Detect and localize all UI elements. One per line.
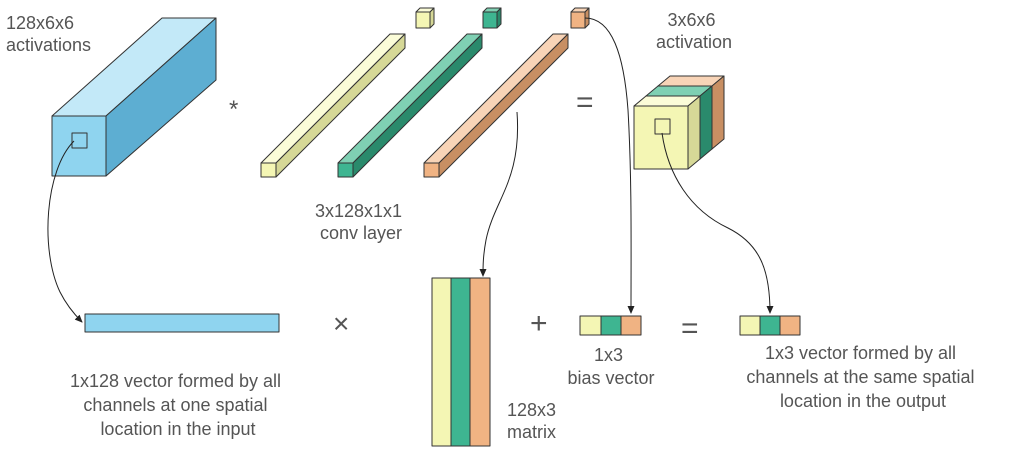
plus-operator: + (530, 307, 548, 340)
equals-top-operator: = (576, 86, 594, 119)
output-to-vector-arrow (661, 132, 774, 314)
times-operator: × (333, 308, 349, 339)
bias-vector-label: 1x3 bias vector (567, 345, 654, 388)
conv-operator: * (229, 96, 238, 123)
weight-matrix (431, 277, 491, 447)
matrix-column-green (450, 277, 471, 447)
matrix-column-yellow (431, 277, 452, 447)
input-activations-label: 128x6x6 activations (6, 13, 91, 55)
input-to-vector-arrow (47, 140, 83, 323)
bias-to-vector-arrow (584, 17, 635, 314)
input-vector-label: 1x128 vector formed by all channels at o… (70, 371, 286, 439)
bias-cube-green (482, 7, 502, 29)
output-vector (739, 315, 801, 336)
input-vector-bar (84, 313, 280, 333)
bias-cube-yellow (415, 7, 435, 29)
input-spatial-location-marker (71, 132, 88, 149)
conv-layer-label: 3x128x1x1 conv layer (315, 201, 407, 243)
filter-orange (423, 33, 569, 178)
filter-green (337, 33, 483, 178)
bias-cube-orange (570, 7, 590, 29)
output-activation-block (633, 75, 725, 170)
output-vector-label: 1x3 vector formed by all channels at the… (746, 343, 979, 411)
matrix-column-orange (469, 277, 491, 447)
output-activation-label: 3x6x6 activation (656, 10, 732, 52)
matrix-label: 128x3 matrix (507, 400, 561, 442)
bias-vector (579, 315, 642, 336)
filter-yellow (260, 33, 406, 178)
input-activations-block (51, 17, 217, 177)
equals-bottom-operator: = (681, 312, 699, 345)
filters-to-matrix-arrow (479, 111, 519, 277)
